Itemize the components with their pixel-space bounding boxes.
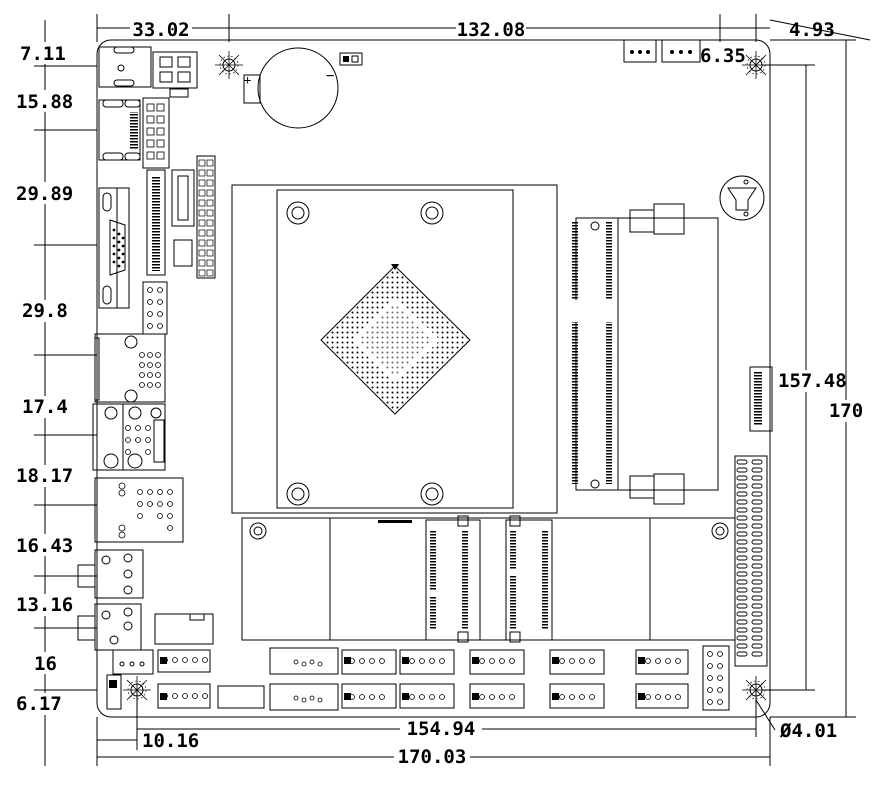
internal-headers-upper <box>142 155 216 335</box>
mounting-hole-bottom-left <box>123 676 151 704</box>
bottom-headers <box>106 645 730 711</box>
battery-plus: + <box>244 73 251 87</box>
mounting-hole-top-left <box>215 51 243 79</box>
dim-top-left: 33.02 <box>132 19 189 41</box>
dim-bottom-hole-spacing: 154.94 <box>407 718 476 740</box>
dim-left-5: 18.17 <box>16 465 73 487</box>
cpu-area <box>231 184 558 514</box>
sodimm-slot <box>572 203 719 505</box>
mounting-hole-bottom-right <box>742 676 770 704</box>
battery-minus: − <box>326 68 334 84</box>
dimension-lines <box>34 14 871 766</box>
board-outline <box>96 39 771 718</box>
mini-pcie-slots <box>241 515 736 643</box>
dim-left-8: 16 <box>34 653 57 675</box>
power-jack <box>98 46 198 98</box>
dim-bottom-hole-offset: 10.16 <box>142 730 199 752</box>
dim-left-9: 6.17 <box>16 693 62 715</box>
right-side-headers <box>734 366 773 667</box>
dim-top-middle: 132.08 <box>457 19 526 41</box>
second-lan-port <box>94 477 184 543</box>
dim-left-1: 15.88 <box>16 91 73 113</box>
dim-right-inner-height: 157.48 <box>778 370 847 392</box>
dim-right-total-height: 170 <box>829 400 863 422</box>
dim-left-6: 16.43 <box>16 535 73 557</box>
cpu-chip <box>320 264 471 415</box>
dim-hole-diameter: Ø4.01 <box>779 720 837 742</box>
dim-left-0: 7.11 <box>20 43 66 65</box>
dim-top-right: 4.93 <box>789 19 835 41</box>
dim-left-2: 29.89 <box>16 183 73 205</box>
dim-right-hole-offset: 6.35 <box>700 45 746 67</box>
left-dimension-labels: 7.11 15.88 29.89 29.8 17.4 18.17 16.43 1… <box>14 42 74 715</box>
hdmi-connector <box>98 97 170 169</box>
top-right-fan-headers <box>623 39 701 63</box>
dim-bottom-total-width: 170.03 <box>398 746 467 768</box>
mounting-hole-top-right <box>742 51 770 79</box>
mounting-holes <box>123 51 770 704</box>
buzzer <box>719 175 765 221</box>
dim-left-3: 29.8 <box>22 300 68 322</box>
lan-usb-stack <box>92 333 166 471</box>
dim-left-4: 17.4 <box>22 396 68 418</box>
coin-battery: + − <box>243 47 363 129</box>
vga-connector <box>98 169 166 309</box>
dim-left-7: 13.16 <box>16 594 73 616</box>
audio-jacks <box>77 549 214 651</box>
